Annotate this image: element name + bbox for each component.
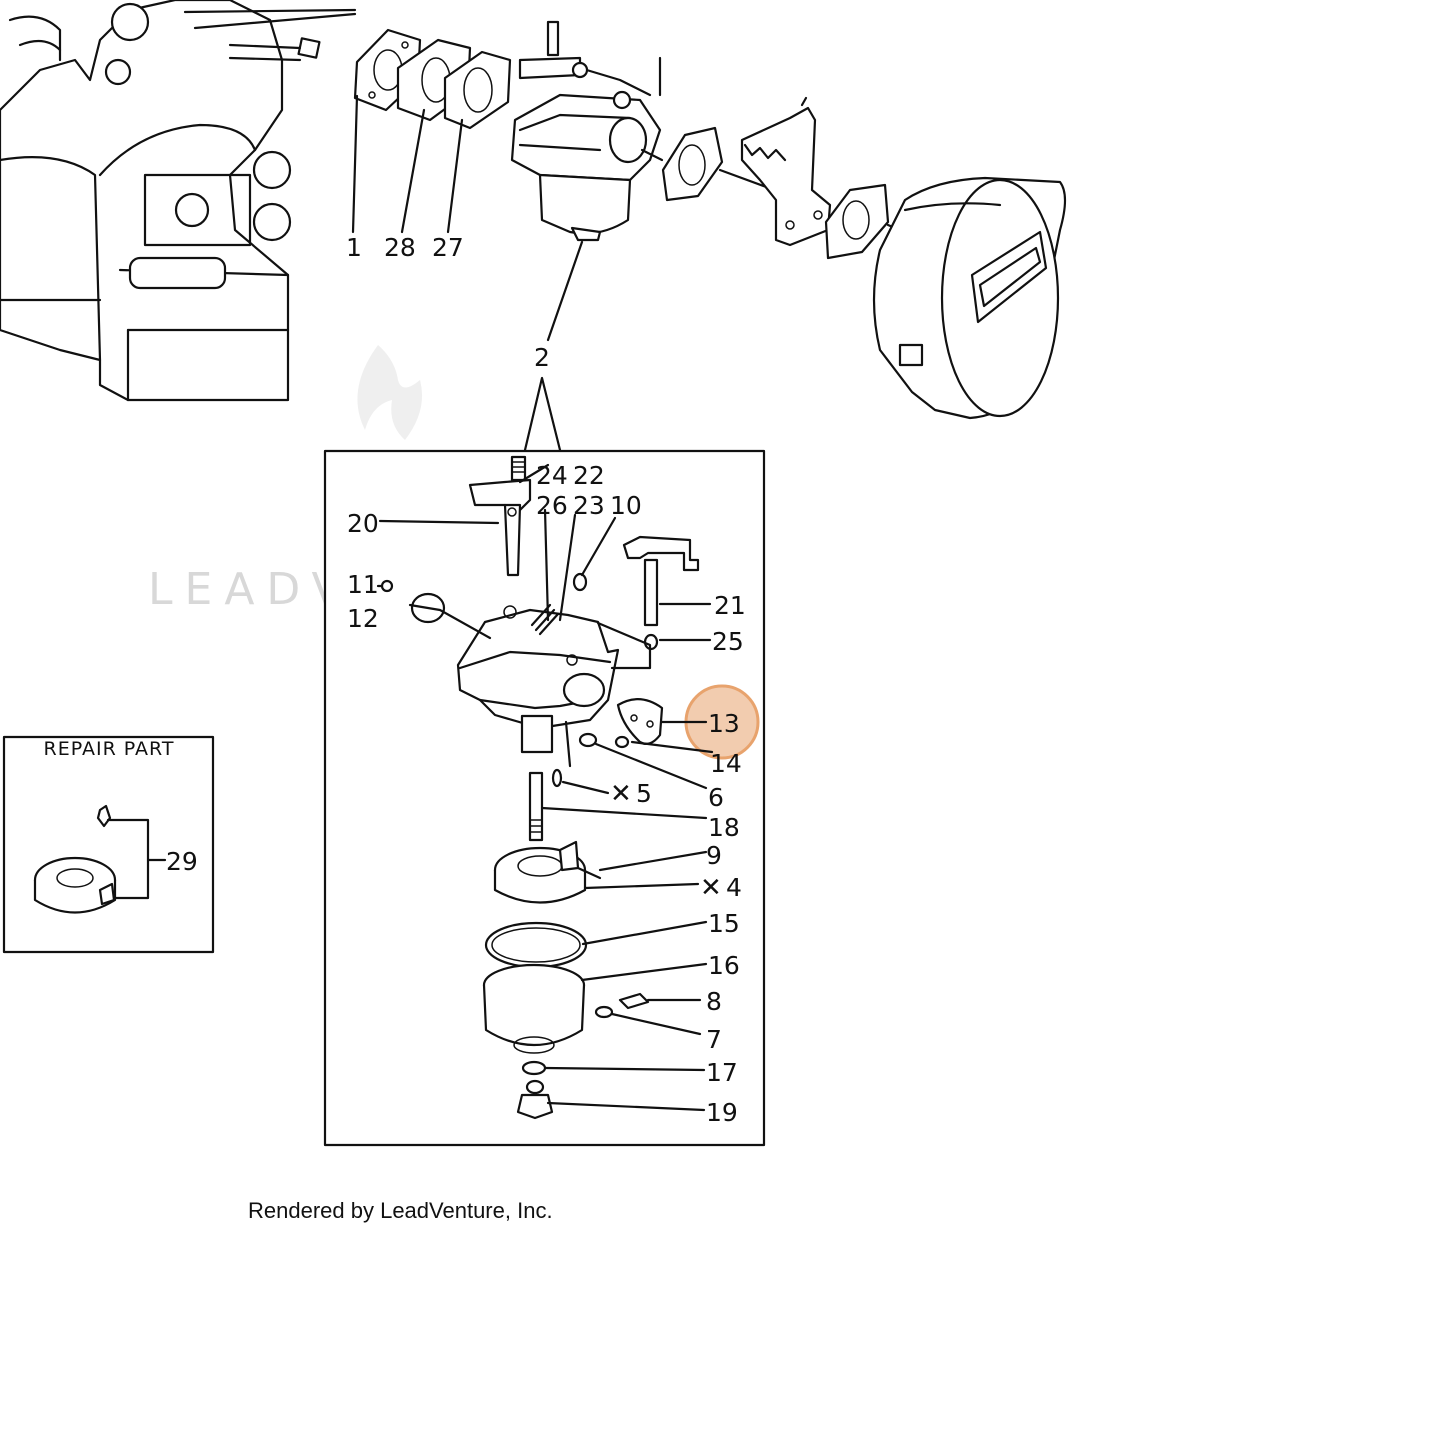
callout-14: 14 (710, 749, 742, 778)
callout-9: 9 (706, 841, 722, 870)
callout-23: 23 (573, 491, 605, 520)
callout-26: 26 (536, 491, 568, 520)
callout-x5-mark: ✕ (610, 779, 632, 809)
callout-20: 20 (347, 509, 379, 538)
callout-x4-mark: ✕ (700, 873, 722, 903)
callout-27: 27 (432, 233, 464, 262)
callout-1: 1 (346, 233, 362, 262)
callout-11: 11 (347, 570, 379, 599)
engine-block (0, 0, 357, 402)
callout-16: 16 (708, 951, 740, 980)
gasket-air-cleaner (824, 183, 890, 260)
callout-19: 19 (706, 1098, 738, 1127)
gasket-27 (443, 50, 512, 130)
callout-22: 22 (573, 461, 605, 490)
callout-4: 4 (726, 873, 742, 902)
carburetor-exploded (380, 455, 700, 1120)
choke-bracket (740, 96, 832, 247)
callout-2: 2 (534, 343, 550, 372)
carburetor-assembly-top (510, 20, 662, 242)
callout-6: 6 (708, 783, 724, 812)
callout-15: 15 (708, 909, 740, 938)
callout-5: 5 (636, 779, 652, 808)
callout-17: 17 (706, 1058, 738, 1087)
repair-part-kit (33, 804, 167, 914)
callout-25: 25 (712, 627, 744, 656)
detail-leader-lines (376, 463, 714, 1112)
callout-8: 8 (706, 987, 722, 1016)
callout-13: 13 (708, 709, 740, 738)
callout-24: 24 (536, 461, 568, 490)
callout-12: 12 (347, 604, 379, 633)
callout-18: 18 (708, 813, 740, 842)
repair-part-box (2, 735, 215, 954)
callout-29: 29 (166, 847, 198, 876)
callout-7: 7 (706, 1025, 722, 1054)
callout-21: 21 (714, 591, 746, 620)
callout-28: 28 (384, 233, 416, 262)
footer-credit: Rendered by LeadVenture, Inc. (248, 1198, 553, 1223)
air-cleaner (872, 176, 1067, 420)
gasket-right (661, 126, 724, 202)
repair-part-title: REPAIR PART (43, 738, 175, 760)
callout-10: 10 (610, 491, 642, 520)
